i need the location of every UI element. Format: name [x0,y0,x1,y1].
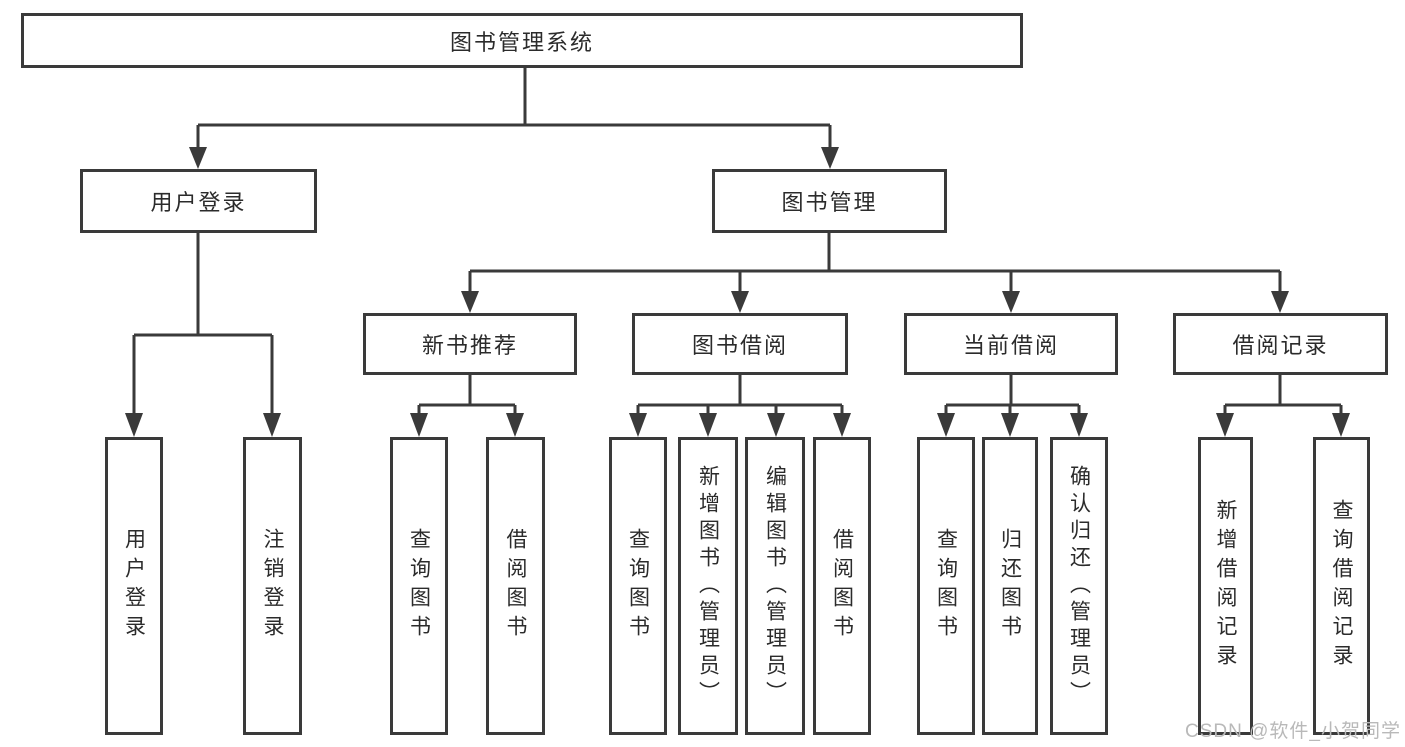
node-user-login: 用户登录 [80,169,317,233]
leaf-nbr-borrow-books: 借阅图书 [486,437,545,735]
leaf-cb-return-books: 归还图书 [982,437,1038,735]
node-new-book-recommend: 新书推荐 [363,313,577,375]
leaf-cb-query-books: 查询图书 [917,437,975,735]
node-root: 图书管理系统 [21,13,1023,68]
leaf-bb-edit-books-admin: 编辑图书（管理员） [745,437,805,735]
leaf-logout: 注销登录 [243,437,302,735]
connector-path [132,68,1343,416]
leaf-bb-add-books-admin: 新增图书（管理员） [678,437,738,735]
arrowheads [125,147,1350,437]
leaf-bb-borrow-books: 借阅图书 [813,437,871,735]
node-current-borrowing: 当前借阅 [904,313,1118,375]
leaf-user-login: 用户登录 [105,437,163,735]
node-book-borrowing: 图书借阅 [632,313,848,375]
leaf-br-query-record: 查询借阅记录 [1313,437,1370,735]
leaf-nbr-query-books: 查询图书 [390,437,448,735]
leaf-cb-confirm-return-admin: 确认归还（管理员） [1050,437,1108,735]
node-borrowing-records: 借阅记录 [1173,313,1388,375]
node-book-management: 图书管理 [712,169,947,233]
leaf-br-add-record: 新增借阅记录 [1198,437,1253,735]
leaf-bb-query-books: 查询图书 [609,437,667,735]
csdn-watermark: CSDN @软件_小贺同学 [1185,721,1401,742]
